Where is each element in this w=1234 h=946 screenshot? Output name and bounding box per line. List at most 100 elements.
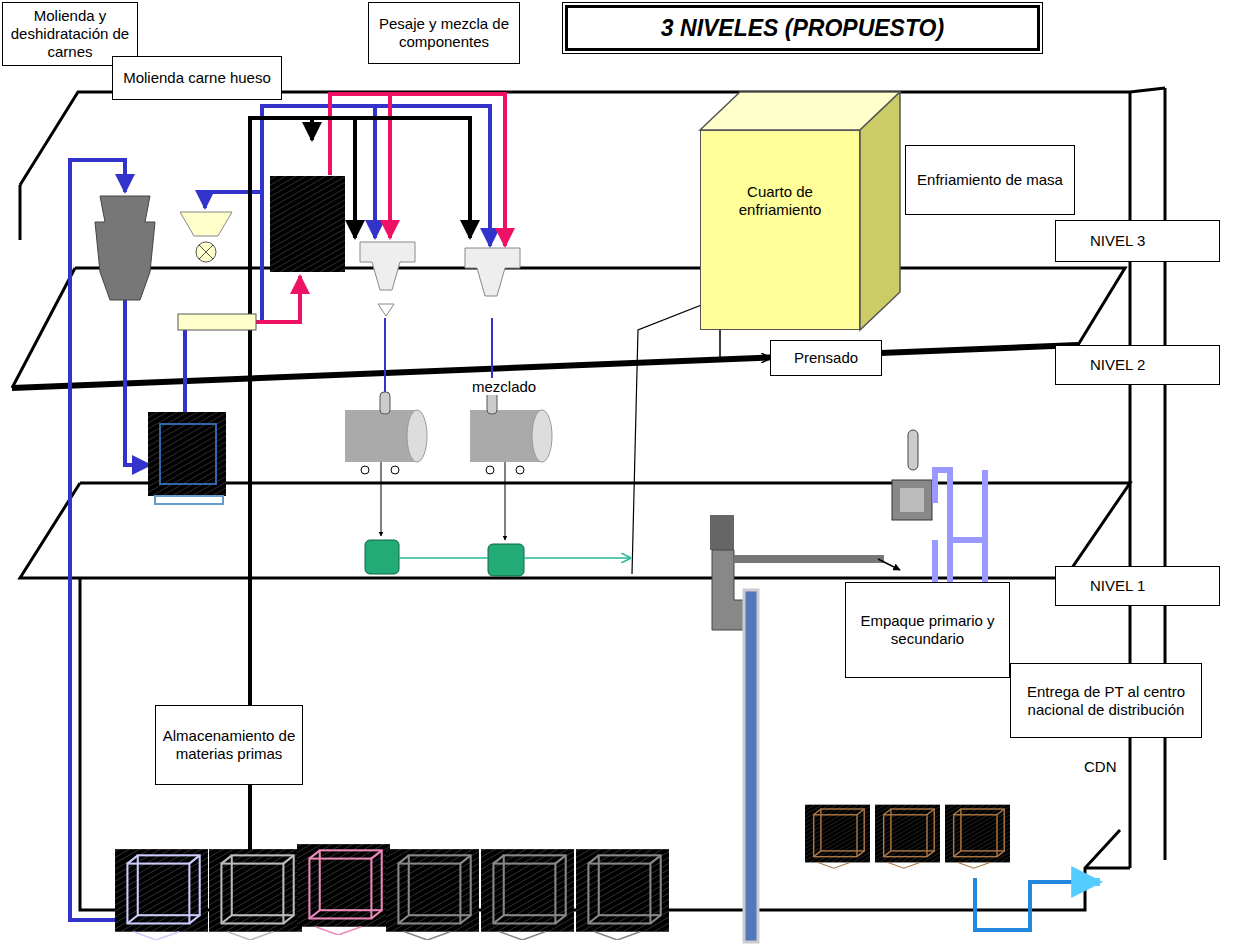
- mixer-wheel: [391, 466, 399, 474]
- process-label: Almacenamiento de materias primas: [155, 705, 303, 785]
- raw-material-rack: [115, 849, 208, 940]
- packer-frame: [932, 470, 985, 590]
- level-2-floor: [20, 483, 1130, 578]
- blue-pipe: [185, 106, 490, 412]
- bin-line: [399, 557, 630, 559]
- node-text: Almacenamiento de materias primas: [162, 727, 296, 763]
- level-3-floor-edge: [12, 345, 1078, 388]
- node-text: Molienda carne hueso: [123, 69, 271, 87]
- node-text: Molienda y deshidratación de carnes: [9, 7, 131, 61]
- ground-corner: [1085, 867, 1130, 870]
- blue-pipe: [125, 300, 150, 465]
- mixer-end: [407, 410, 427, 462]
- dehydration-tank: [148, 412, 226, 496]
- cooling-room-faces: [700, 92, 900, 330]
- hopper-outlet: [378, 304, 394, 316]
- mixer-inlet: [487, 392, 497, 414]
- packer-stem: [908, 430, 918, 470]
- mixer-outlet: [381, 462, 382, 536]
- process-label: mezclado: [470, 378, 538, 395]
- node-text: NIVEL 2: [1090, 356, 1145, 374]
- node-text: Enfriamiento de masa: [917, 171, 1063, 189]
- node-text: NIVEL 1: [1090, 577, 1145, 595]
- left-wall: [19, 185, 22, 240]
- level-label: NIVEL 3: [1055, 220, 1220, 262]
- black-pipe: [353, 118, 357, 238]
- node-text: Entrega de PT al centro nacional de dist…: [1017, 683, 1195, 719]
- ground-equipment: [115, 590, 1100, 942]
- cube-side: [860, 92, 900, 330]
- mixer: [345, 392, 427, 536]
- mixer-wheel: [516, 466, 524, 474]
- bone-grinder: [199, 245, 213, 259]
- mixer: [470, 392, 552, 540]
- press-bed: [734, 555, 884, 563]
- tank-base: [155, 496, 223, 504]
- node-text: Pesaje y mezcla de componentes: [375, 15, 513, 51]
- raw-material-rack: [481, 849, 574, 940]
- node-text: Prensado: [794, 349, 858, 367]
- title: 3 NIVELES (PROPUESTO): [565, 5, 1040, 51]
- black-pipe: [310, 118, 314, 140]
- mixer-end: [532, 410, 552, 462]
- mixer-wheel: [361, 466, 369, 474]
- pink-pipe: [388, 94, 392, 238]
- raw-material-rack: [297, 844, 390, 935]
- mixer-wheel: [486, 466, 494, 474]
- cooling-room: Cuarto de enfriamiento: [700, 130, 860, 330]
- pipes: [70, 94, 505, 920]
- weighing-hopper: [465, 248, 520, 296]
- bone-grinder-hopper: [180, 212, 232, 236]
- building-outline: [12, 88, 1165, 910]
- raw-material-rack: [576, 849, 669, 940]
- weighing-hopper: [360, 242, 415, 290]
- dehydration-tank: [160, 424, 216, 484]
- finished-goods-rack: [805, 805, 870, 869]
- process-label: Empaque primario y secundario: [845, 582, 1010, 678]
- level-3-floor: [75, 268, 1125, 345]
- meat-grinder: [95, 196, 155, 300]
- delivery-arrow: [1080, 878, 1100, 886]
- mixer-body: [470, 410, 542, 462]
- blue-pipe: [205, 192, 262, 208]
- blue-pipe: [373, 106, 377, 238]
- divider-wall: [744, 590, 758, 942]
- packer-body: [900, 488, 924, 512]
- press-head: [710, 515, 734, 550]
- node-text: Empaque primario y secundario: [852, 612, 1003, 648]
- bin: [488, 544, 524, 576]
- bone-grinder: [196, 242, 216, 262]
- process-label: Pesaje y mezcla de componentes: [368, 2, 520, 64]
- right-wall: [1130, 88, 1165, 868]
- level-3-floor-side: [12, 268, 75, 388]
- node-text: Cuarto de enfriamiento: [707, 183, 853, 219]
- conveyor: [178, 314, 256, 330]
- pink-pipe: [255, 276, 300, 322]
- process-label: Enfriamiento de masa: [905, 145, 1075, 215]
- mixer-outlet: [505, 462, 506, 540]
- mixer-body: [345, 410, 417, 462]
- flow-connector: [720, 330, 770, 358]
- level-label: NIVEL 1: [1055, 566, 1220, 606]
- finished-goods-rack: [875, 805, 940, 869]
- dock-label: CDN: [1082, 758, 1119, 775]
- process-label: Molienda carne hueso: [112, 56, 282, 100]
- finished-goods-rack: [945, 805, 1010, 869]
- process-label: Entrega de PT al centro nacional de dist…: [1010, 663, 1202, 738]
- node-text: NIVEL 3: [1090, 232, 1145, 250]
- dehydrator-tower: [270, 176, 345, 272]
- packer-body: [892, 480, 932, 520]
- bin: [365, 540, 399, 574]
- raw-material-rack: [209, 849, 302, 940]
- level-3-equipment: [95, 176, 520, 330]
- delivery-line: [975, 878, 1080, 930]
- level-label: NIVEL 2: [1055, 345, 1220, 385]
- press-output: [878, 559, 900, 570]
- dehydrator-tower: [270, 176, 345, 272]
- dehydration-tank: [148, 412, 226, 496]
- raw-material-rack: [386, 849, 479, 940]
- process-label: Prensado: [770, 340, 882, 376]
